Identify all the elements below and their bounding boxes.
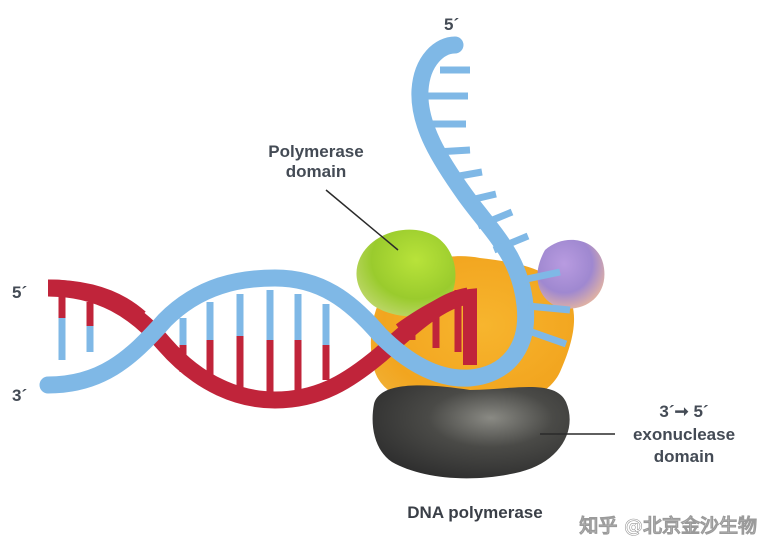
double-helix — [39, 36, 535, 409]
blue-strand-lower — [39, 36, 535, 394]
polymerase-green-domain — [356, 229, 456, 317]
polymerase-domain-label-line2: domain — [286, 162, 346, 181]
polymerase-callout-line — [325, 189, 399, 251]
red-strand-tail — [395, 288, 477, 365]
single-strand-bases — [428, 66, 571, 348]
exonuclease-label-line3: domain — [654, 447, 714, 466]
exonuclease-purple-domain — [537, 239, 605, 309]
left-five-prime-label: 5´ — [12, 283, 27, 302]
exonuclease-label-line2: exonuclease — [633, 425, 735, 444]
left-three-prime-label: 3´ — [12, 386, 27, 405]
exonuclease-label-line1: 3´➞ 5´ — [659, 402, 708, 421]
top-five-prime-label: 5´ — [444, 15, 459, 34]
watermark: 知乎 @北京金沙生物 — [579, 514, 757, 537]
polymerase-domain-label-line1: Polymerase — [268, 142, 363, 161]
enzyme-title: DNA polymerase — [407, 503, 542, 522]
red-strand-front — [47, 279, 146, 325]
exonuclease-dark-domain — [372, 385, 570, 479]
